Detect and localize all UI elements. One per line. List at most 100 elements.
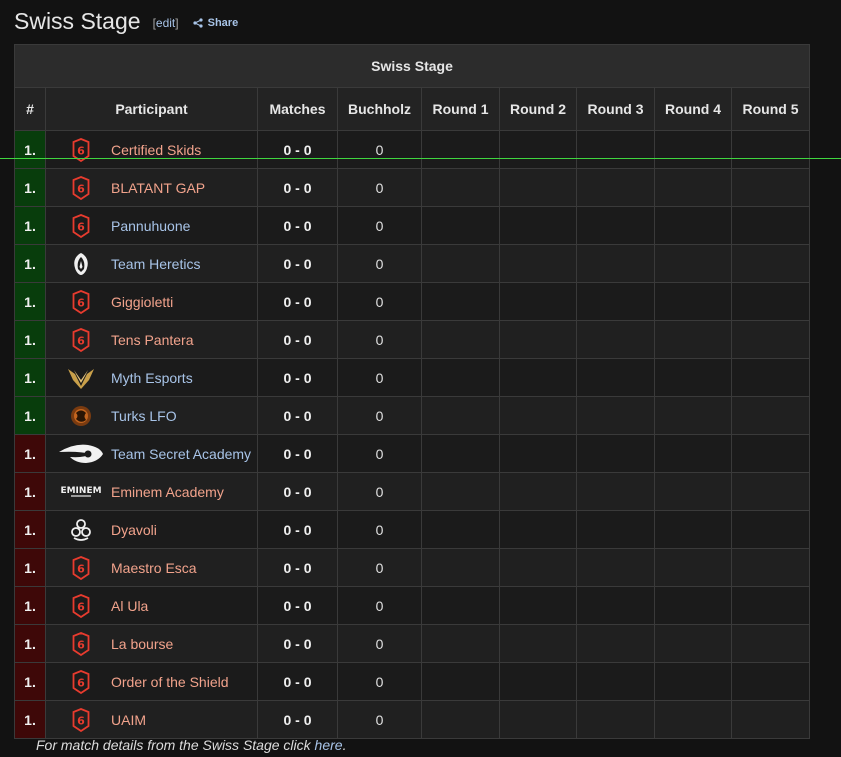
- edit-bracket-open: [: [152, 16, 156, 30]
- share-label: Share: [207, 17, 239, 29]
- round-5-cell: [730, 510, 811, 549]
- team-link[interactable]: Pannuhuone: [111, 217, 191, 234]
- team-link[interactable]: Certified Skids: [111, 141, 202, 158]
- share-icon: [193, 18, 203, 28]
- round-2-cell: [499, 662, 577, 701]
- buchholz-cell: 0: [337, 548, 422, 587]
- round-4-cell: [654, 282, 732, 321]
- round-1-cell: [421, 700, 500, 739]
- six-invitational-icon[interactable]: 6: [56, 592, 106, 620]
- round-1-cell: [421, 320, 500, 359]
- team-link[interactable]: Myth Esports: [111, 369, 193, 386]
- header-round-4: Round 4: [654, 87, 732, 131]
- round-1-cell: [421, 396, 500, 435]
- header-round-1: Round 1: [421, 87, 500, 131]
- participant-cell: Dyavoli: [45, 510, 258, 549]
- team-link[interactable]: BLATANT GAP: [111, 179, 206, 196]
- dyavoli-icon[interactable]: [56, 516, 106, 544]
- participant-cell: Team Heretics: [45, 244, 258, 283]
- round-5-cell: [730, 700, 811, 739]
- round-5-cell: [730, 206, 811, 245]
- round-2-cell: [499, 510, 577, 549]
- team-link[interactable]: Turks LFO: [111, 407, 177, 424]
- team-link[interactable]: La bourse: [111, 635, 174, 652]
- six-invitational-icon[interactable]: 6: [56, 668, 106, 696]
- buchholz-cell: 0: [337, 434, 422, 473]
- six-invitational-icon[interactable]: 6: [56, 288, 106, 316]
- svg-text:6: 6: [77, 638, 85, 651]
- matches-cell: 0 - 0: [257, 282, 338, 321]
- team-link[interactable]: Tens Pantera: [111, 331, 194, 348]
- six-invitational-icon[interactable]: 6: [56, 630, 106, 658]
- share-button[interactable]: Share: [193, 17, 239, 29]
- participant-cell: Turks LFO: [45, 396, 258, 435]
- rank-cell: 1.: [14, 168, 46, 207]
- eminem-icon[interactable]: EMINEM: [56, 478, 106, 506]
- six-invitational-icon[interactable]: 6: [56, 136, 106, 164]
- six-invitational-icon[interactable]: 6: [56, 212, 106, 240]
- round-3-cell: [576, 586, 655, 625]
- myth-icon[interactable]: [56, 364, 106, 392]
- matches-cell: 0 - 0: [257, 548, 338, 587]
- team-secret-icon[interactable]: [56, 440, 106, 468]
- page-title: Swiss Stage: [14, 7, 141, 34]
- match-details-link[interactable]: here: [314, 737, 343, 753]
- footer-note: For match details from the Swiss Stage c…: [36, 737, 346, 753]
- heretics-icon[interactable]: [56, 250, 106, 278]
- team-link[interactable]: Order of the Shield: [111, 673, 229, 690]
- rank-cell: 1.: [14, 510, 46, 549]
- six-invitational-icon[interactable]: 6: [56, 706, 106, 734]
- svg-text:6: 6: [77, 676, 85, 689]
- round-5-cell: [730, 586, 811, 625]
- round-5-cell: [730, 244, 811, 283]
- team-link[interactable]: Team Heretics: [111, 255, 201, 272]
- six-invitational-icon[interactable]: 6: [56, 174, 106, 202]
- svg-text:EMINEM: EMINEM: [60, 486, 101, 496]
- team-link[interactable]: Eminem Academy: [111, 483, 224, 500]
- round-5-cell: [730, 472, 811, 511]
- round-3-cell: [576, 358, 655, 397]
- team-link[interactable]: Dyavoli: [111, 521, 157, 538]
- round-2-cell: [499, 244, 577, 283]
- round-3-cell: [576, 320, 655, 359]
- header-rank: #: [14, 87, 46, 131]
- round-4-cell: [654, 662, 732, 701]
- team-link[interactable]: Team Secret Academy: [111, 445, 252, 462]
- buchholz-cell: 0: [337, 358, 422, 397]
- matches-cell: 0 - 0: [257, 700, 338, 739]
- team-link[interactable]: UAIM: [111, 711, 146, 728]
- section-heading: Swiss Stage [edit] Share: [14, 5, 238, 37]
- round-5-cell: [730, 434, 811, 473]
- team-link[interactable]: Maestro Esca: [111, 559, 197, 576]
- rank-cell: 1.: [14, 624, 46, 663]
- round-2-cell: [499, 586, 577, 625]
- six-invitational-icon[interactable]: 6: [56, 554, 106, 582]
- round-4-cell: [654, 700, 732, 739]
- turks-icon[interactable]: [56, 402, 106, 430]
- round-5-cell: [730, 320, 811, 359]
- edit-link[interactable]: edit: [155, 16, 176, 30]
- six-invitational-icon[interactable]: 6: [56, 326, 106, 354]
- round-2-cell: [499, 396, 577, 435]
- svg-text:6: 6: [77, 334, 85, 347]
- buchholz-cell: 0: [337, 244, 422, 283]
- buchholz-cell: 0: [337, 282, 422, 321]
- team-link[interactable]: Giggioletti: [111, 293, 174, 310]
- team-link[interactable]: Al Ula: [111, 597, 149, 614]
- rank-cell: 1.: [14, 282, 46, 321]
- round-4-cell: [654, 244, 732, 283]
- rank-cell: 1.: [14, 206, 46, 245]
- participant-cell: Myth Esports: [45, 358, 258, 397]
- rank-cell: 1.: [14, 320, 46, 359]
- footer-text: For match details from the Swiss Stage c…: [36, 737, 315, 753]
- round-3-cell: [576, 472, 655, 511]
